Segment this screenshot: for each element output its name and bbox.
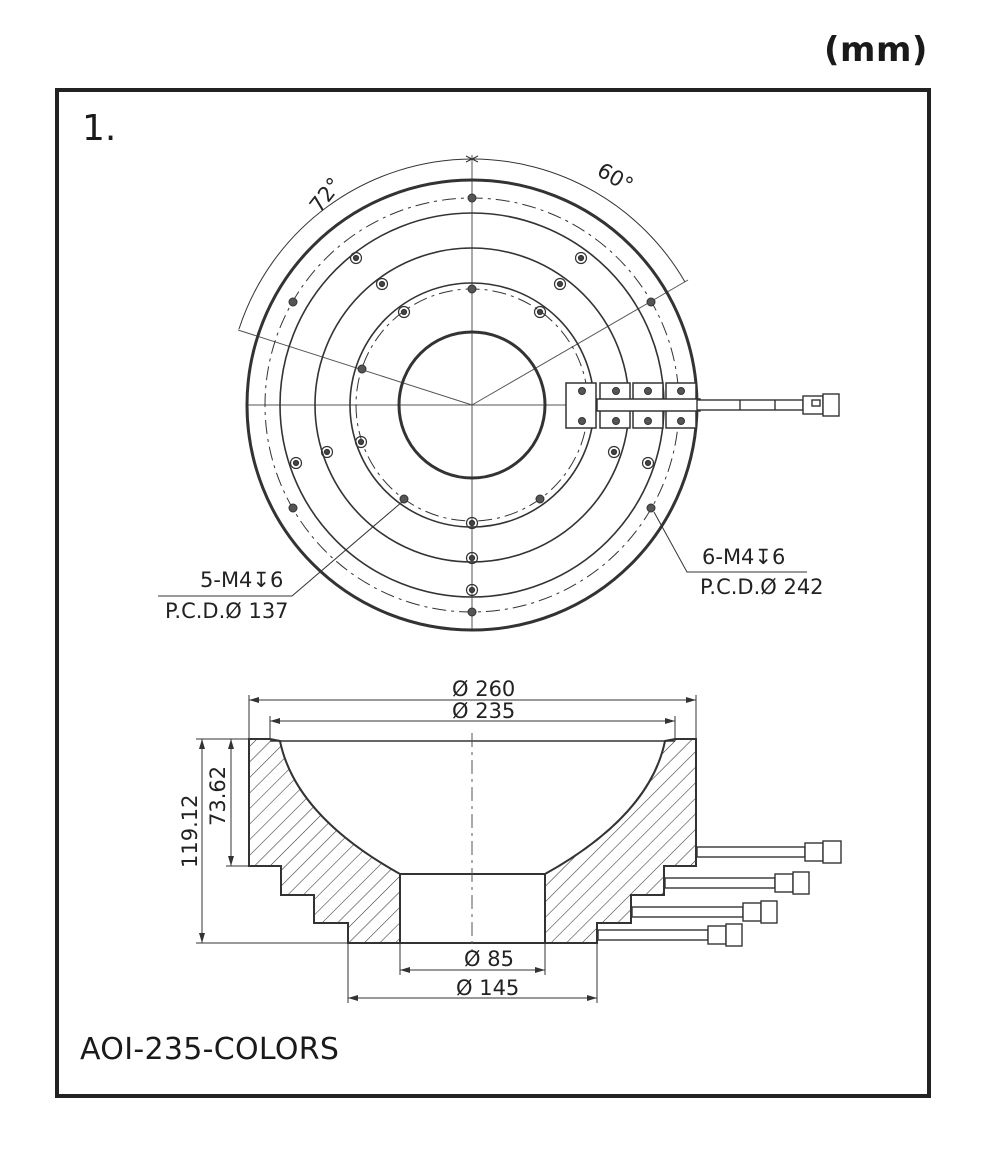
angle-label-60: 60° xyxy=(593,158,637,197)
angle-label-72: 72° xyxy=(305,173,347,217)
figure-number: 1. xyxy=(82,108,117,149)
section-view xyxy=(196,695,842,1003)
leader-outer xyxy=(653,511,807,573)
dim-label-119: 119.12 xyxy=(178,795,202,868)
ring-screws xyxy=(289,251,655,597)
callout-inner-thread: 5-M4↧6 xyxy=(200,568,283,592)
section-cables xyxy=(597,840,842,947)
callout-outer-thread: 6-M4↧6 xyxy=(702,545,785,569)
section-left-wall xyxy=(248,738,401,944)
cable-connector xyxy=(696,393,840,417)
dim-label-260: Ø 260 xyxy=(452,677,515,701)
dim-label-73: 73.62 xyxy=(206,766,230,826)
callout-inner-pcd: P.C.D.Ø 137 xyxy=(165,599,289,623)
outer-mounting-holes xyxy=(288,193,656,617)
dim-label-145: Ø 145 xyxy=(456,976,519,1000)
callout-outer-pcd: P.C.D.Ø 242 xyxy=(700,575,824,599)
dim-label-235: Ø 235 xyxy=(452,699,515,723)
angle-ref-left xyxy=(237,329,473,406)
unit-label: (mm) xyxy=(824,30,928,70)
angle-arc-72 xyxy=(238,158,473,330)
section-right-wall xyxy=(544,738,697,944)
center-opening xyxy=(397,330,547,480)
model-name: AOI-235-COLORS xyxy=(80,1032,340,1067)
drawing-frame xyxy=(55,88,931,1098)
inner-mounting-holes xyxy=(357,284,545,504)
dim-label-85: Ø 85 xyxy=(464,947,514,971)
angle-arc-60 xyxy=(471,158,686,283)
cable-clamps xyxy=(565,382,701,429)
top-view xyxy=(158,155,840,632)
leader-inner xyxy=(158,501,403,597)
